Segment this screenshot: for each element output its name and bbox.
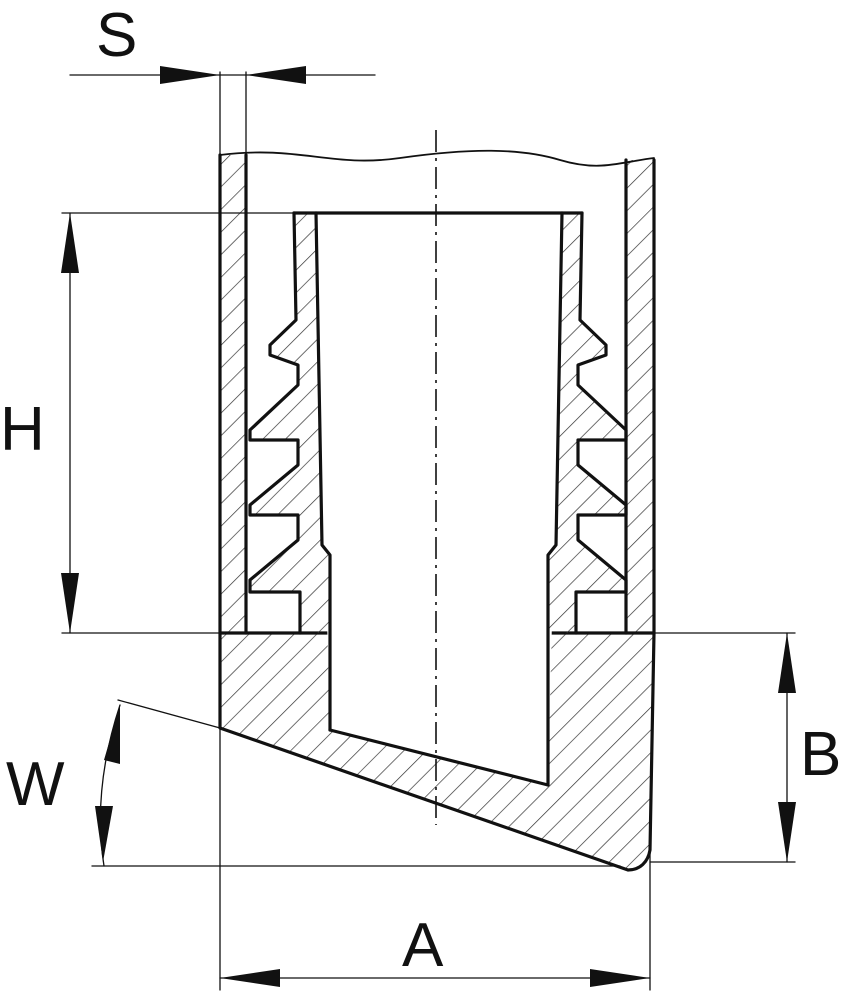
- label-s: S: [96, 1, 137, 70]
- dimension-b: [649, 632, 796, 863]
- plug-right-rib: [546, 211, 628, 787]
- tube-right-wall: [624, 158, 656, 635]
- label-a: A: [402, 911, 444, 980]
- label-w: W: [6, 750, 65, 819]
- dimension-a: [219, 727, 651, 991]
- dimension-s: [69, 66, 376, 156]
- tube-break-line: [219, 149, 655, 167]
- plug-left-rib: [248, 211, 332, 732]
- dimension-h: [61, 212, 295, 634]
- tube-left-wall: [218, 153, 248, 635]
- plug-bore: [316, 213, 562, 785]
- label-b: B: [800, 720, 841, 789]
- label-h: H: [0, 395, 45, 464]
- bore-bottom-edge: [328, 728, 550, 787]
- dimension-w: [91, 699, 621, 867]
